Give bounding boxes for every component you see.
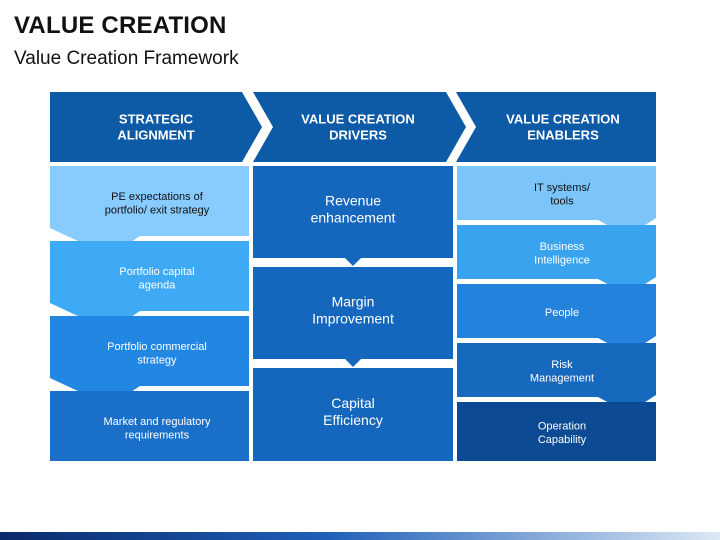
enabler-item-label: People (545, 307, 579, 319)
enabler-item-shape (457, 225, 656, 295)
enabler-item-shape (457, 343, 656, 413)
header-value-creation-enablers-shape (456, 92, 656, 162)
driver-arrow-notch (345, 359, 361, 367)
header-value-creation-drivers-shape (253, 92, 466, 162)
alignment-item-shape (50, 391, 249, 461)
driver-item-shape (253, 166, 453, 258)
footer-gradient-bar (0, 532, 720, 540)
driver-item-shape (253, 267, 453, 359)
alignment-item-shape (50, 166, 249, 256)
enabler-item-shape (457, 284, 656, 354)
alignment-item-shape (50, 241, 249, 331)
header-strategic-alignment-shape (50, 92, 262, 162)
page-title: VALUE CREATION (14, 12, 227, 39)
page-subtitle: Value Creation Framework (14, 48, 239, 69)
driver-arrow-notch (345, 258, 361, 266)
alignment-item-shape (50, 316, 249, 406)
enabler-item-label: IT systems/tools (534, 182, 591, 207)
enabler-item-shape (457, 402, 656, 461)
enabler-item-shape (457, 166, 656, 236)
driver-item-shape (253, 368, 453, 461)
